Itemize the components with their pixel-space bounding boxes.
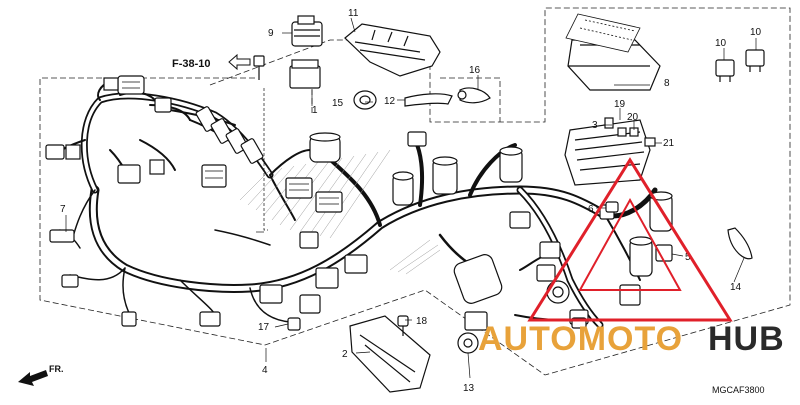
callout-10b: 10 [750, 27, 762, 38]
callout-4: 4 [262, 365, 268, 376]
fuse-box [564, 117, 656, 186]
part-8-pad [565, 13, 641, 53]
callout-numbers: 1 2 3 4 5 6 7 8 9 10 10 11 12 13 14 15 1… [60, 8, 762, 394]
callout-9: 9 [268, 28, 274, 39]
part-11-cover [344, 23, 441, 77]
callout-19: 19 [614, 99, 626, 110]
callout-16: 16 [469, 65, 481, 76]
callout-12: 12 [384, 96, 396, 107]
callout-17: 17 [258, 322, 270, 333]
callout-10a: 10 [715, 38, 727, 49]
connector-detail [122, 81, 339, 205]
callout-8: 8 [664, 78, 670, 89]
part-clamps [353, 87, 753, 354]
callout-2: 2 [342, 349, 348, 360]
callout-5: 5 [685, 252, 691, 263]
boots [309, 132, 673, 304]
callout-1: 1 [312, 105, 318, 116]
callout-15: 15 [332, 98, 344, 109]
reference-arrow: F-38-10 [172, 53, 251, 71]
part-2-bracket [349, 315, 431, 393]
callout-7: 7 [60, 204, 66, 215]
part-10-relays [715, 49, 765, 82]
watermark-logo: AUTOMOTO HUB [478, 157, 785, 358]
watermark-triangle [527, 157, 733, 322]
callout-3: 3 [592, 120, 598, 131]
watermark-text-1: AUTOMOTO [478, 320, 683, 358]
callout-11: 11 [348, 8, 359, 19]
callout-21: 21 [663, 138, 675, 149]
callout-6: 6 [588, 204, 594, 215]
diagram-code: MGCAF3800 [712, 385, 765, 395]
callout-18: 18 [416, 316, 428, 327]
callout-20: 20 [627, 112, 639, 123]
callout-13: 13 [463, 383, 475, 394]
reference-label: F-38-10 [172, 58, 211, 70]
part-terminals [49, 201, 673, 329]
harness-connectors [45, 75, 641, 331]
front-label: FR. [49, 364, 64, 374]
watermark-text-2: HUB [708, 320, 785, 358]
front-arrow-icon: FR. [18, 364, 64, 386]
part-1-box [289, 59, 321, 89]
callout-14: 14 [730, 282, 742, 293]
part-9-relay [291, 15, 323, 47]
leader-lines [65, 17, 757, 379]
